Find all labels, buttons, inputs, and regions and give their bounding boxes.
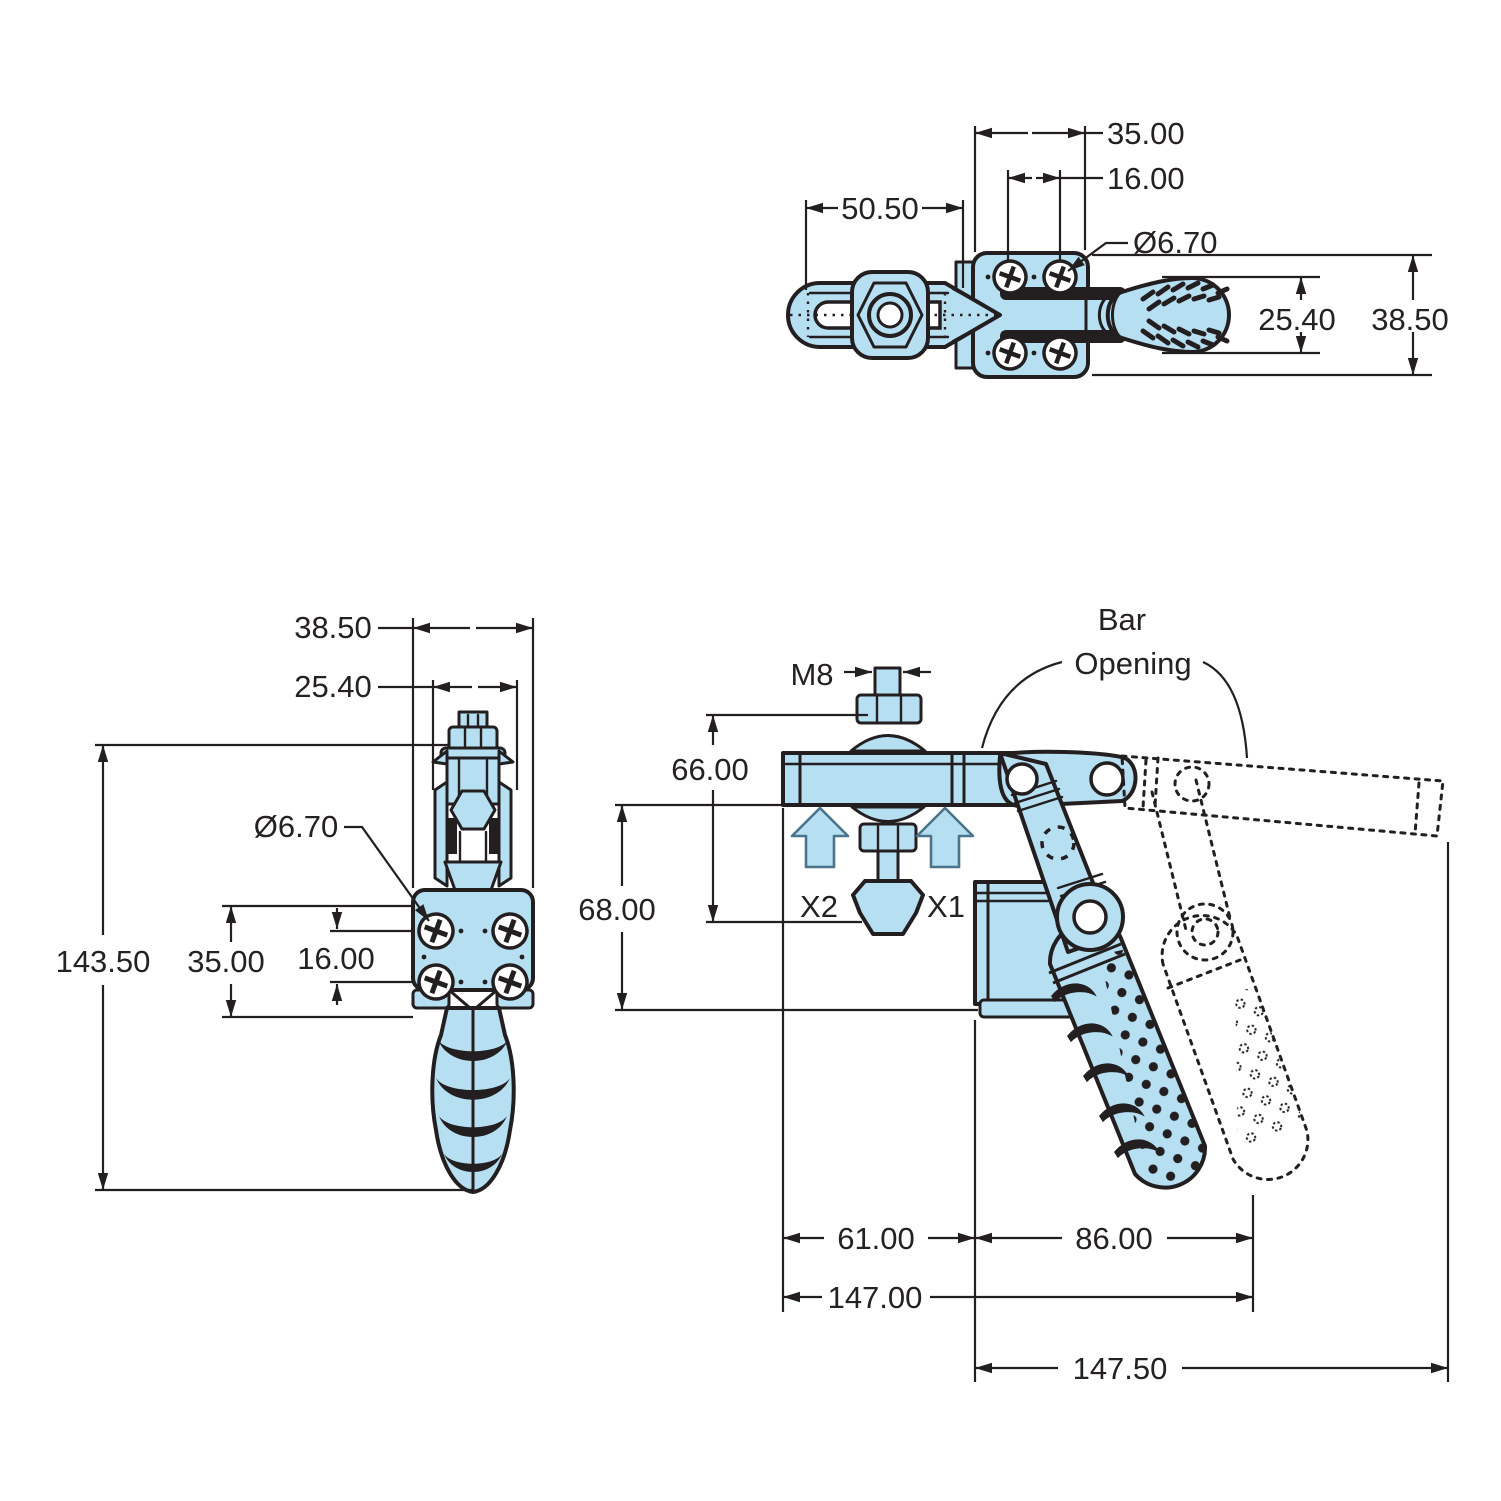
dim-handle-diameter: 25.40 xyxy=(1258,302,1336,337)
label-x2: X2 xyxy=(800,889,838,924)
dim-hole-spacing-front: 16.00 xyxy=(297,941,375,976)
top-view-clamp-arm xyxy=(786,270,1002,360)
dim-hole-spacing: 16.00 xyxy=(1107,161,1185,196)
top-view-dimensions: 50.50 35.00 16.00 Ø6.70 25.40 38 xyxy=(804,116,1449,377)
side-view-dimensions: M8 66.00 68.00 61.00 86.00 xyxy=(578,657,1450,1386)
dim-total-length: 147.00 xyxy=(828,1280,923,1315)
side-view-linkage xyxy=(997,749,1138,954)
side-view-spindle xyxy=(849,666,927,936)
front-view-dimensions: 38.50 25.40 Ø6.70 143.50 35.00 16.00 xyxy=(56,610,535,1192)
handle-finger-grooves xyxy=(1051,983,1160,1159)
front-view-body xyxy=(433,756,513,892)
top-view-mounting-holes xyxy=(985,259,1078,371)
dim-plate-height: 35.00 xyxy=(187,944,265,979)
front-view-mounting-bracket xyxy=(411,888,535,1010)
dim-open-length: 147.50 xyxy=(1073,1351,1168,1386)
force-arrow-x1 xyxy=(915,806,975,869)
dim-body-height: 68.00 xyxy=(578,892,656,927)
dim-hole-diameter-front: Ø6.70 xyxy=(254,809,338,844)
dim-handle-reach: 86.00 xyxy=(1075,1221,1153,1256)
dim-bracket-width: 35.00 xyxy=(1107,116,1185,151)
dim-base-offset: 61.00 xyxy=(837,1221,915,1256)
dim-bracket-width-front: 38.50 xyxy=(294,610,372,645)
top-view: 50.50 35.00 16.00 Ø6.70 25.40 38 xyxy=(786,116,1449,379)
label-x1: X1 xyxy=(927,889,965,924)
front-view: 38.50 25.40 Ø6.70 143.50 35.00 16.00 xyxy=(56,610,535,1194)
dim-spindle-height: 66.00 xyxy=(671,752,749,787)
dim-total-height: 143.50 xyxy=(56,944,151,979)
side-view: X2 X1 Bar Opening M8 66.00 68.00 xyxy=(578,602,1450,1386)
ghost-grip-dots xyxy=(1235,985,1302,1152)
front-view-spindle xyxy=(431,710,515,766)
top-view-hex-nut xyxy=(850,270,930,360)
side-view-clamp-arm xyxy=(781,751,1015,807)
label-opening: Opening xyxy=(1074,646,1191,681)
top-view-grip-hatching xyxy=(1140,280,1230,350)
front-view-handle xyxy=(430,1006,516,1194)
side-view-force-arrows: X2 X1 xyxy=(790,806,975,924)
dim-arm-length: 50.50 xyxy=(841,191,919,226)
force-arrow-x2 xyxy=(790,806,850,869)
dim-body-width-front: 25.40 xyxy=(294,669,372,704)
bar-opening-annotation: Bar Opening xyxy=(980,602,1249,759)
label-bar: Bar xyxy=(1098,602,1146,637)
dim-bracket-height: 38.50 xyxy=(1371,302,1449,337)
dim-thread: M8 xyxy=(790,657,833,692)
